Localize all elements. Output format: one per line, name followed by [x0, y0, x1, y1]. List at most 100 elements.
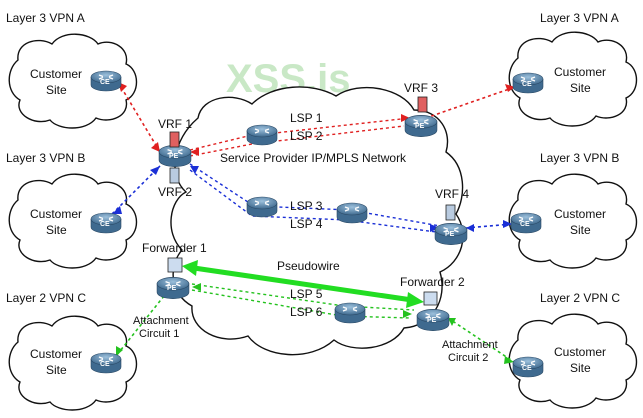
forwarder-2-box[interactable]	[423, 291, 438, 306]
customer-label: Customer	[30, 207, 82, 221]
arrowhead	[116, 346, 123, 356]
arrowhead	[151, 142, 160, 152]
attachment-link-vpn-a-right	[419, 86, 516, 121]
ce-router-vpn-b-left[interactable]: CE	[90, 212, 122, 234]
label-vpn-c-left: Layer 2 VPN C	[6, 291, 86, 305]
arrowhead	[190, 166, 199, 174]
provider-router-3[interactable]	[336, 202, 368, 224]
cloud-vpn-a-right	[508, 31, 638, 127]
lsp-1-path	[189, 117, 411, 151]
forwarder-1-box[interactable]	[167, 257, 183, 273]
arrowhead	[430, 224, 440, 232]
cloud-vpn-c-left	[8, 315, 138, 411]
pe-router-vrf4[interactable]: PE	[434, 222, 468, 246]
arrowhead	[505, 84, 515, 92]
svg-text:PE: PE	[445, 231, 455, 238]
label-attachment-circuit-1-line2: Circuit 1	[139, 328, 179, 340]
attachment-link-vpn-b-left	[111, 165, 161, 215]
site-label: Site	[570, 223, 591, 237]
svg-text:PE: PE	[415, 123, 425, 130]
attachment-link-vpn-a-left	[117, 81, 161, 153]
site-label: Site	[570, 361, 591, 375]
label-vrf-4: VRF 4	[435, 187, 469, 201]
customer-label: Customer	[30, 347, 82, 361]
label-forwarder-1: Forwarder 1	[142, 241, 207, 255]
pe-router-vrf3[interactable]: PE	[404, 114, 438, 138]
label-lsp-5: LSP 5	[290, 287, 323, 301]
provider-router-1[interactable]	[246, 124, 278, 146]
arrowhead	[150, 166, 160, 175]
svg-text:PE: PE	[427, 317, 437, 324]
arrowhead	[112, 206, 122, 214]
ce-router-vpn-c-left[interactable]: CE	[90, 352, 122, 374]
site-label: Site	[46, 83, 67, 97]
provider-router-2[interactable]	[246, 196, 278, 218]
arrowhead	[503, 220, 512, 228]
label-attachment-circuit-1-line1: Attachment	[133, 315, 189, 327]
arrowhead	[190, 148, 199, 156]
customer-label: Customer	[554, 207, 606, 221]
arrowhead	[504, 356, 514, 364]
ce-router-vpn-b-right[interactable]: CE	[510, 212, 542, 234]
provider-router-4[interactable]	[334, 302, 366, 324]
label-vrf-3: VRF 3	[404, 81, 438, 95]
ce-router-vpn-c-right[interactable]: CE	[512, 356, 544, 378]
label-provider-network: Service Provider IP/MPLS Network	[220, 151, 407, 165]
label-attachment-circuit-2-line2: Circuit 2	[448, 352, 488, 364]
vrf-4-box[interactable]	[445, 204, 456, 221]
site-label: Site	[570, 81, 591, 95]
ce-router-vpn-a-right[interactable]: CE	[512, 72, 544, 94]
vrf-1-box[interactable]	[169, 131, 180, 148]
customer-label: Customer	[30, 67, 82, 81]
vrf-3-box[interactable]	[417, 96, 428, 113]
svg-text:CE: CE	[100, 79, 110, 86]
label-lsp-1: LSP 1	[290, 111, 323, 125]
pseudowire-line	[193, 265, 413, 303]
label-lsp-2: LSP 2	[290, 129, 323, 143]
pe-router-1[interactable]: PE	[158, 144, 192, 168]
svg-text:CE: CE	[100, 221, 110, 228]
cloud-vpn-b-right	[508, 173, 638, 269]
label-vpn-b-left: Layer 3 VPN B	[6, 151, 85, 165]
label-lsp-6: LSP 6	[290, 305, 323, 319]
customer-label: Customer	[554, 65, 606, 79]
pe-router-forwarder-2[interactable]: PE	[416, 308, 450, 332]
svg-text:PE: PE	[169, 153, 179, 160]
label-vrf-1: VRF 1	[158, 117, 192, 131]
vrf-2-box[interactable]	[169, 167, 180, 184]
label-vpn-b-right: Layer 3 VPN B	[540, 151, 619, 165]
arrowhead	[466, 224, 474, 232]
arrowhead	[401, 114, 410, 122]
pseudowire-arrowhead-right	[406, 292, 424, 308]
label-forwarder-2: Forwarder 2	[400, 275, 465, 289]
label-vpn-c-right: Layer 2 VPN C	[540, 291, 620, 305]
pe-router-forwarder-1[interactable]: PE	[156, 276, 190, 300]
attachment-circuit-2-link	[447, 317, 515, 363]
label-pseudowire: Pseudowire	[277, 259, 340, 273]
cloud-vpn-c-right	[508, 313, 638, 409]
svg-text:CE: CE	[522, 81, 532, 88]
label-attachment-circuit-2-line1: Attachment	[442, 339, 498, 351]
svg-text:CE: CE	[522, 365, 532, 372]
ce-router-vpn-a-left[interactable]: CE	[90, 70, 122, 92]
lsp-4-path	[189, 169, 437, 233]
pseudowire-arrowhead-left	[182, 260, 198, 276]
svg-text:CE: CE	[100, 361, 110, 368]
label-lsp-3: LSP 3	[290, 199, 323, 213]
cloud-vpn-b-left	[8, 173, 138, 269]
site-label: Site	[46, 223, 67, 237]
label-vpn-a-right: Layer 3 VPN A	[540, 11, 619, 25]
site-label: Site	[46, 363, 67, 377]
arrowhead	[448, 318, 456, 326]
svg-text:PE: PE	[167, 285, 177, 292]
arrowhead	[192, 283, 201, 291]
cloud-vpn-a-left	[8, 33, 138, 129]
label-vrf-2: VRF 2	[158, 185, 192, 199]
label-lsp-4: LSP 4	[290, 217, 323, 231]
svg-text:CE: CE	[520, 221, 530, 228]
lsp-3-path	[189, 163, 441, 227]
label-vpn-a-left: Layer 3 VPN A	[6, 11, 85, 25]
customer-label: Customer	[554, 345, 606, 359]
lsp-5-path	[191, 283, 415, 311]
arrowhead	[403, 310, 412, 318]
